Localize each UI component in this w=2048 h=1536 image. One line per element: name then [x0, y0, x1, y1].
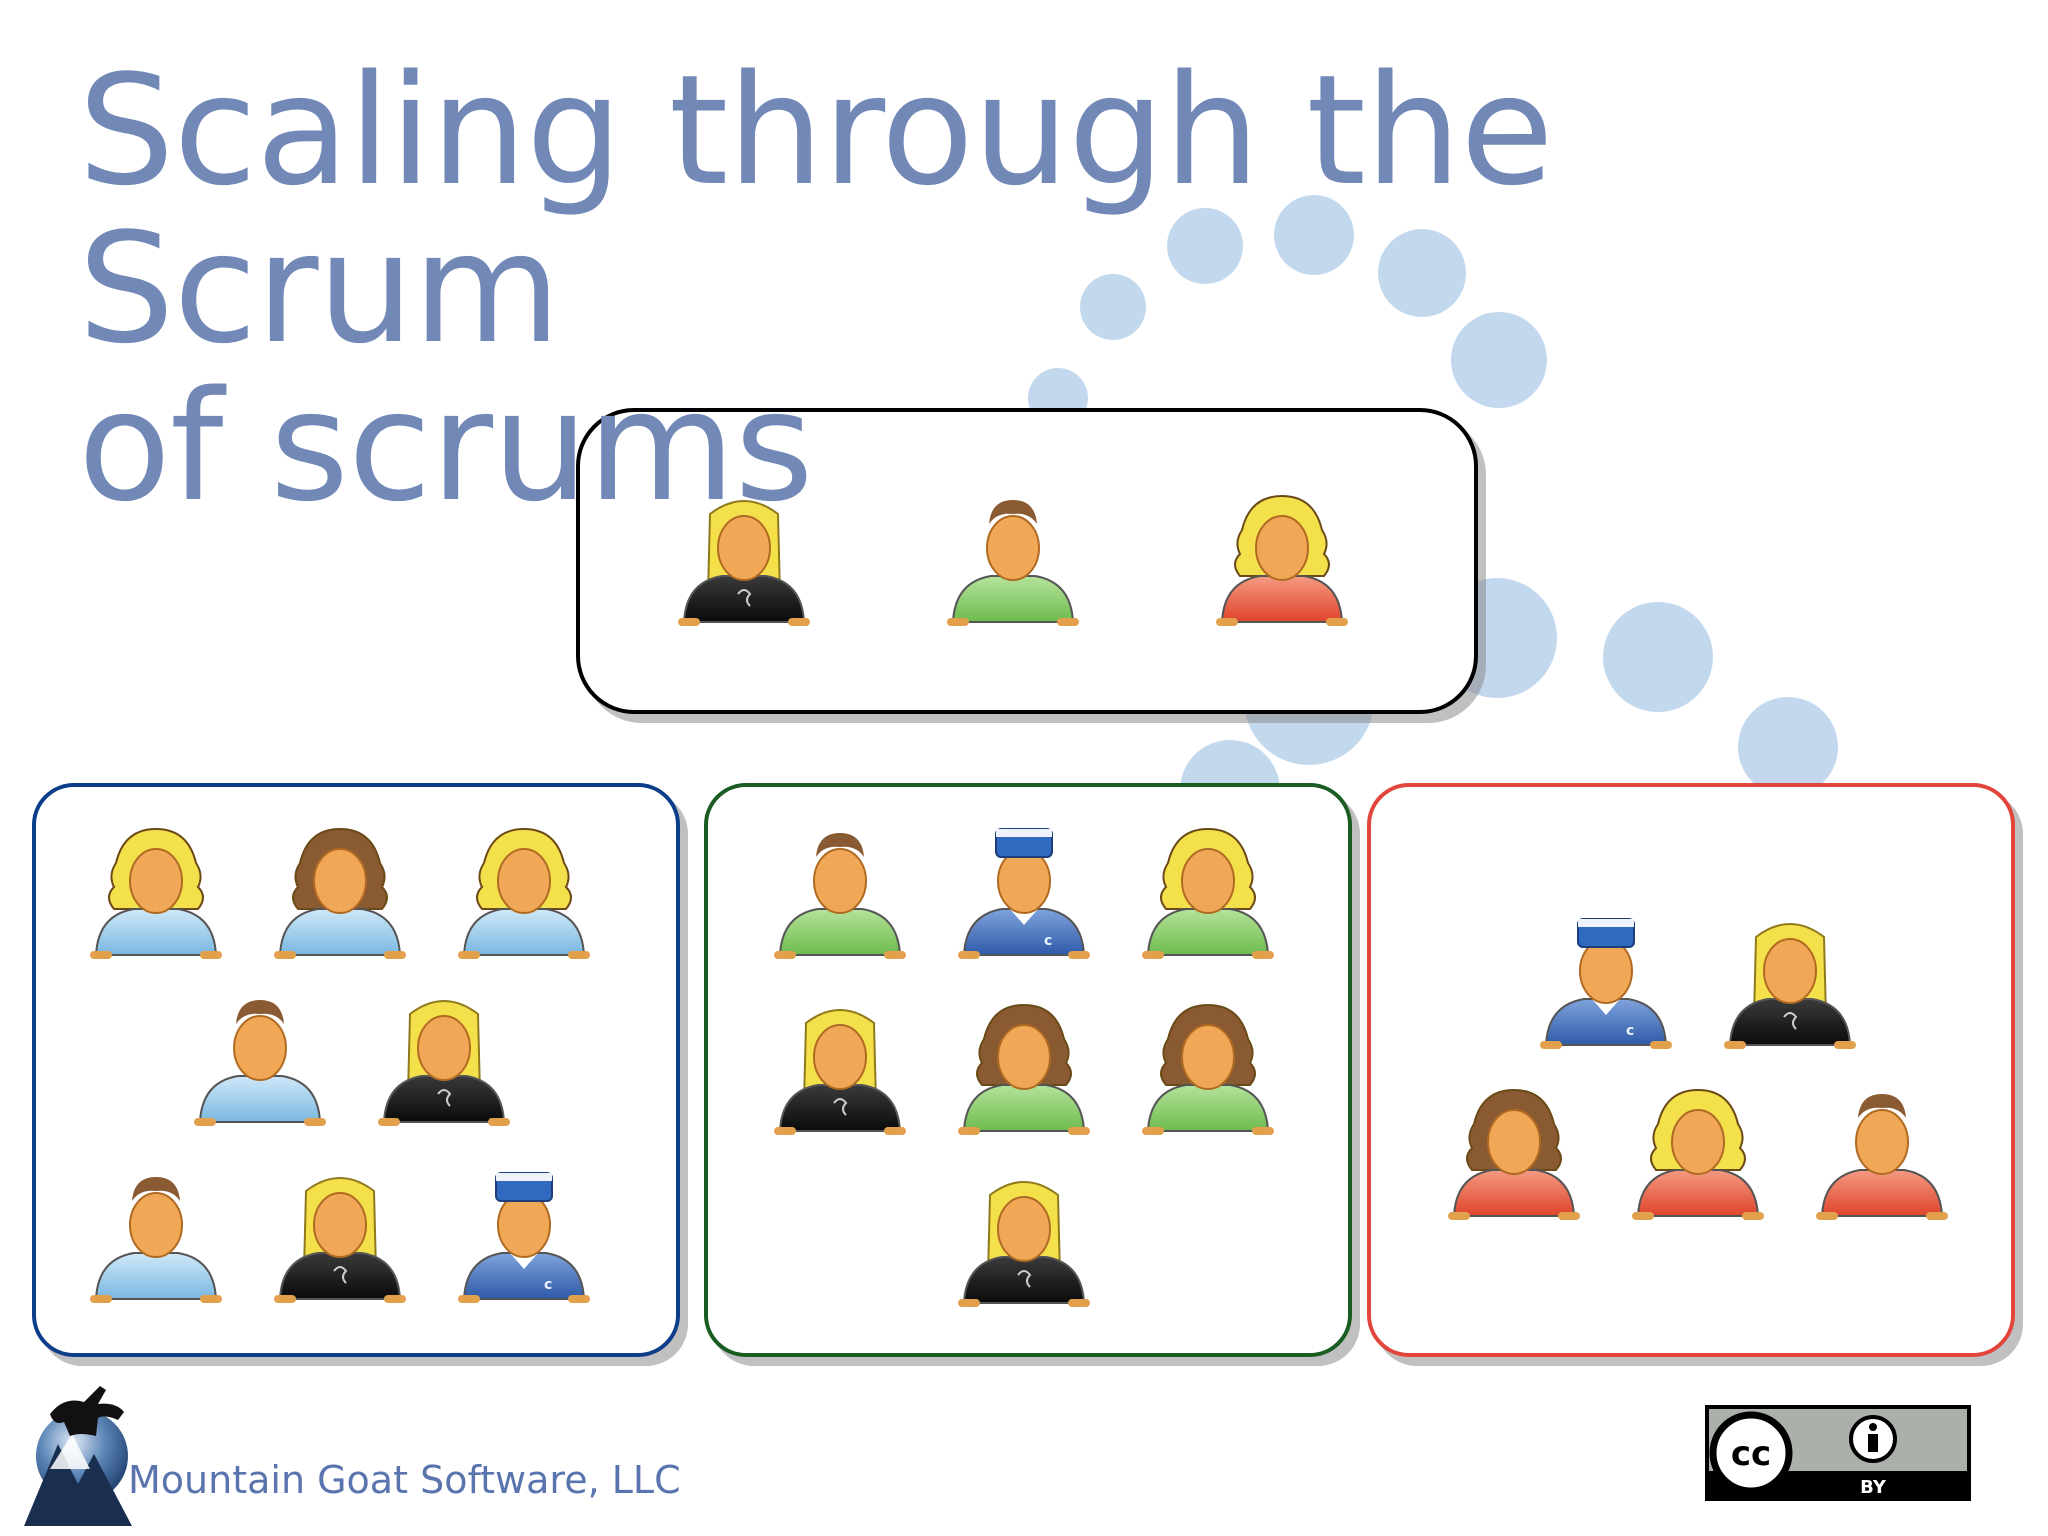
person-icon — [76, 1167, 236, 1307]
team-box-blue: c — [32, 783, 680, 1357]
creative-commons-by-badge: cc BY — [1705, 1405, 1971, 1501]
company-name: Mountain Goat Software, LLC — [128, 1458, 681, 1502]
person-icon — [760, 999, 920, 1139]
person-icon — [180, 990, 340, 1130]
person-icon — [933, 490, 1093, 630]
person-icon — [1802, 1084, 1962, 1224]
svg-text:c: c — [1626, 1023, 1634, 1039]
by-label: BY — [1860, 1477, 1887, 1498]
mountain-goat-logo-icon — [24, 1386, 132, 1526]
person-icon — [260, 1167, 420, 1307]
person-icon — [1434, 1084, 1594, 1224]
svg-text:c: c — [544, 1277, 552, 1293]
team-box-green: c — [704, 783, 1352, 1357]
person-icon — [260, 823, 420, 963]
person-icon — [1128, 823, 1288, 963]
person-icon — [364, 990, 524, 1130]
title-line-2: of scrums — [78, 358, 814, 535]
person-icon: c — [1526, 913, 1686, 1053]
person-icon — [1618, 1084, 1778, 1224]
person-icon — [944, 1171, 1104, 1311]
person-icon: c — [944, 823, 1104, 963]
person-icon — [664, 490, 824, 630]
scrum-of-scrums-box — [576, 408, 1478, 714]
person-icon — [944, 999, 1104, 1139]
person-icon — [1202, 490, 1362, 630]
title-line-1: Scaling through the Scrum — [78, 42, 1554, 377]
cc-text: cc — [1731, 1434, 1771, 1474]
person-icon — [76, 823, 236, 963]
person-icon — [1710, 913, 1870, 1053]
svg-text:c: c — [1044, 933, 1052, 949]
slide-title: Scaling through the Scrum of scrums — [78, 52, 1878, 526]
team-box-red: c — [1367, 783, 2015, 1357]
person-icon — [760, 823, 920, 963]
person-icon — [1128, 999, 1288, 1139]
person-icon — [444, 823, 604, 963]
person-icon: c — [444, 1167, 604, 1307]
